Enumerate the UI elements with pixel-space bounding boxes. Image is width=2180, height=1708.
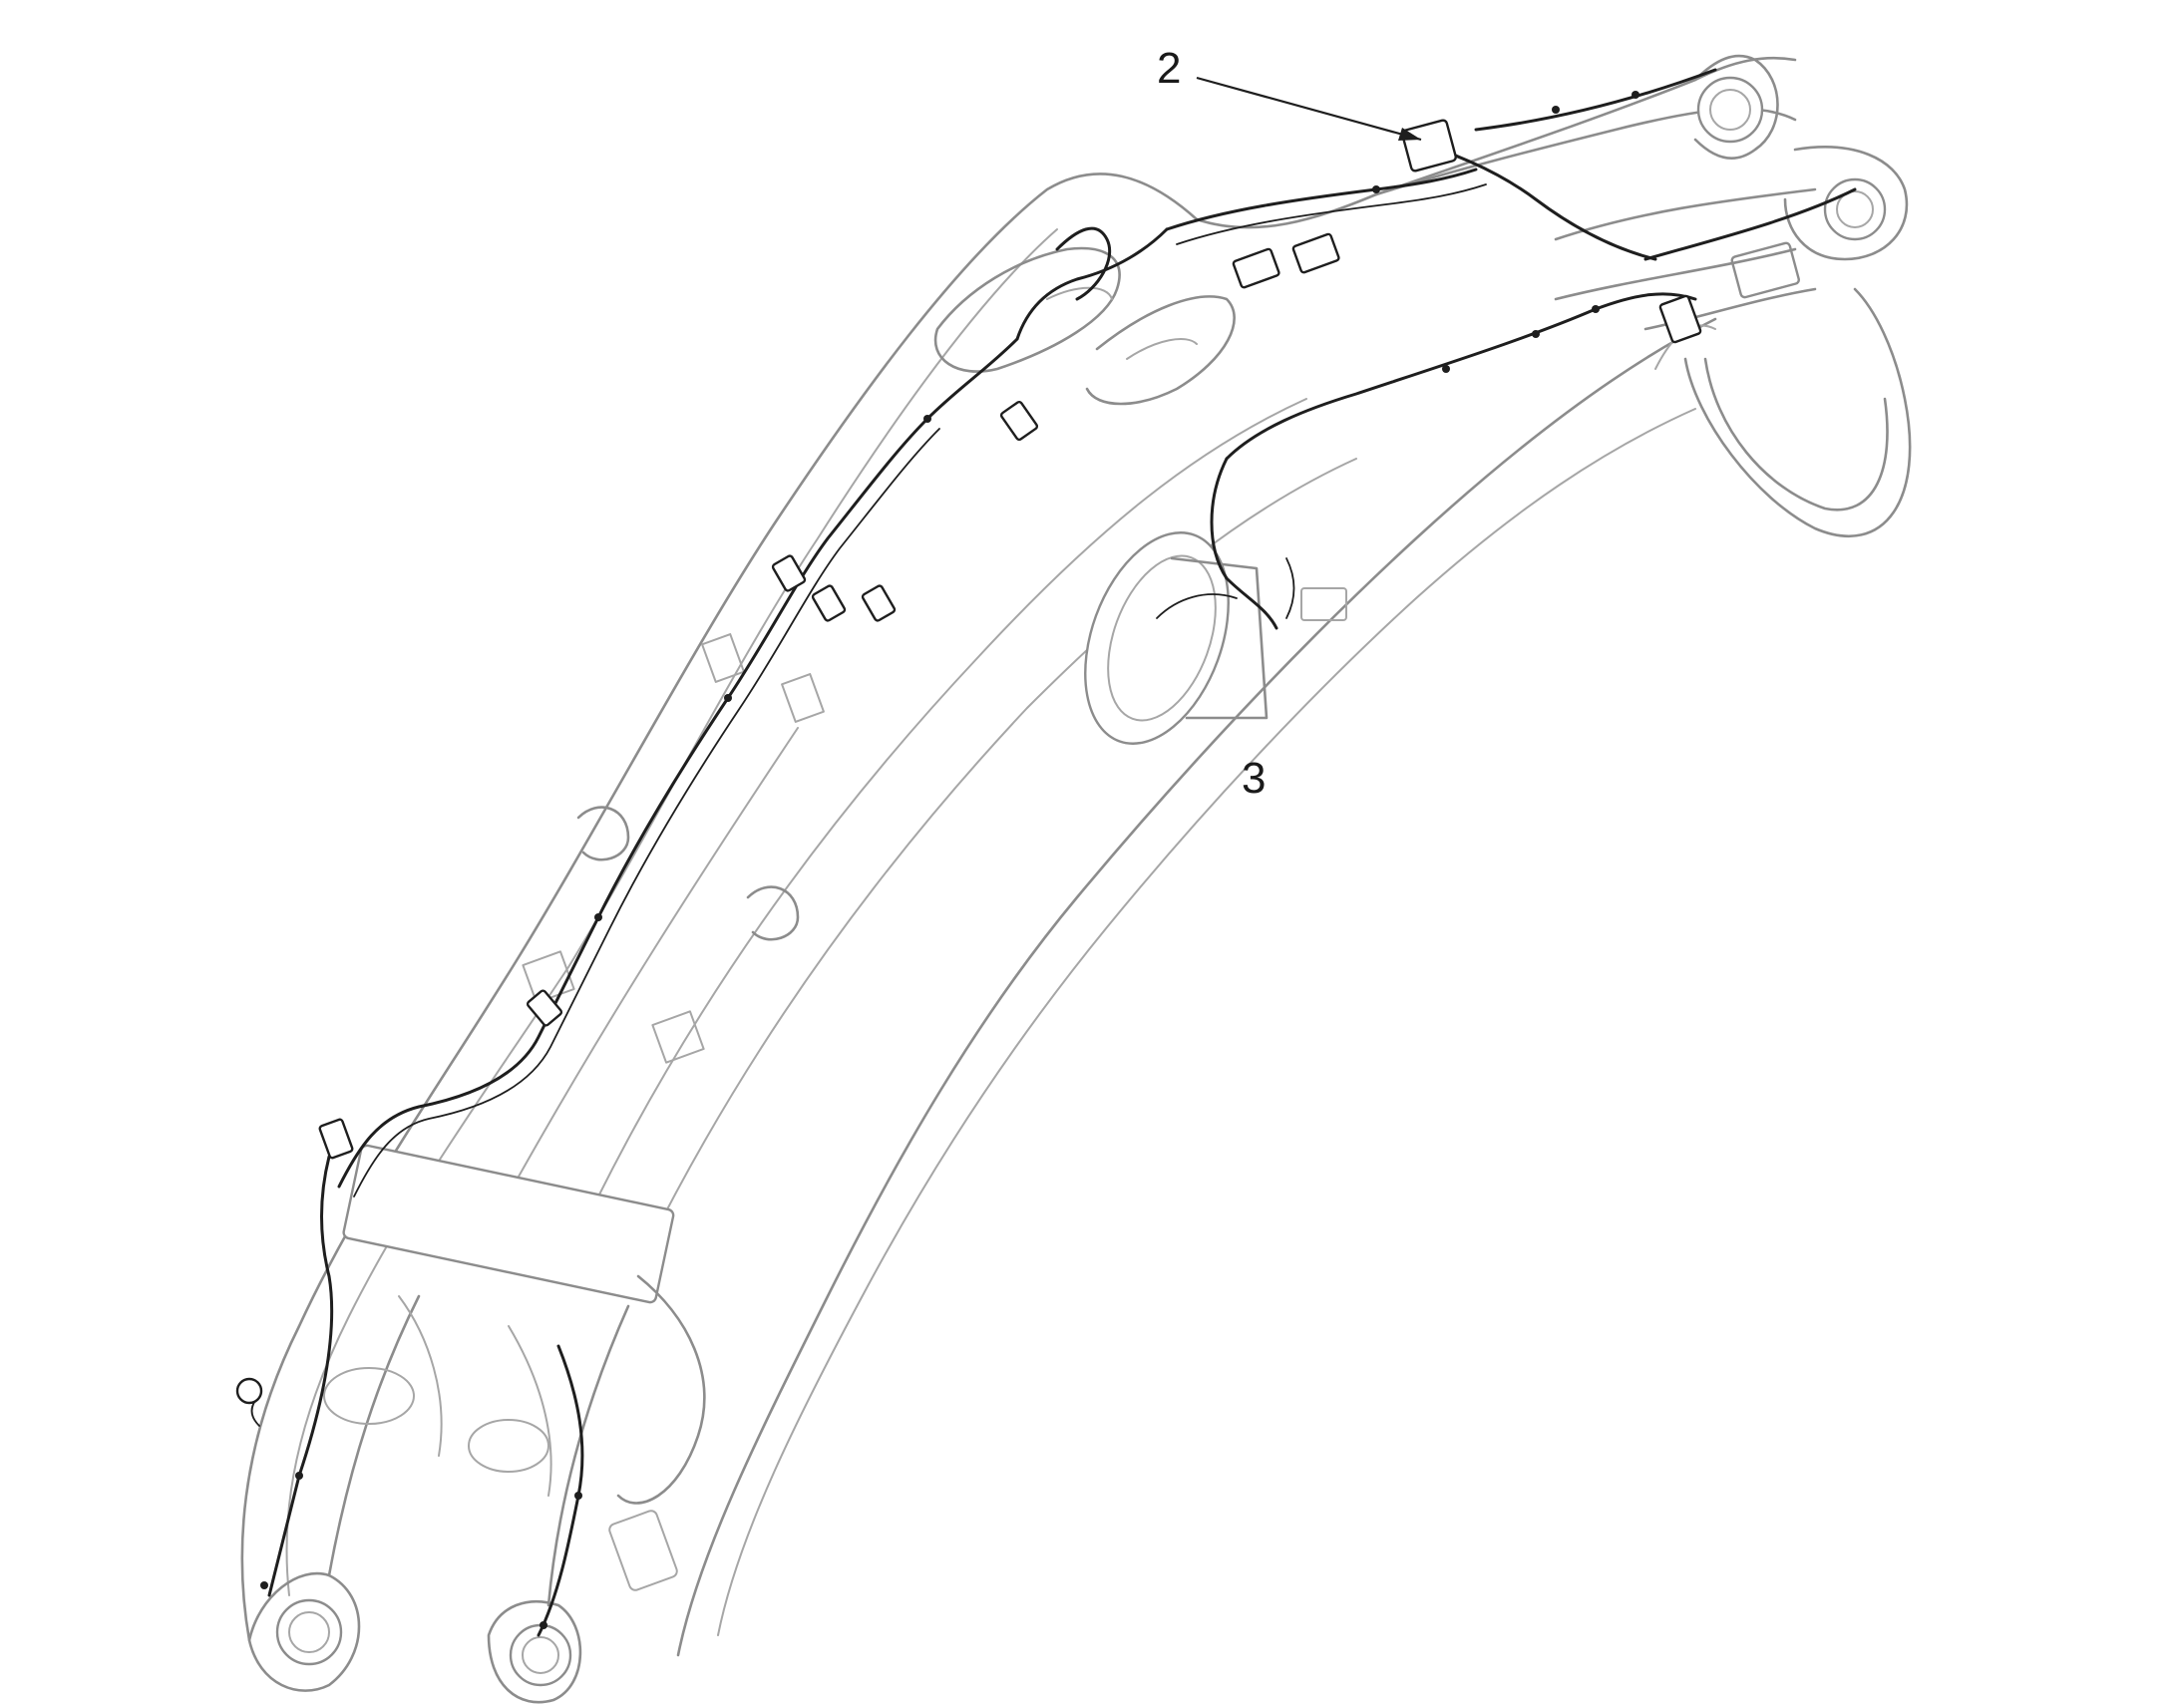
- callout-2-arrowhead: [1398, 128, 1421, 141]
- center-pivot: [1084, 531, 1269, 745]
- boom-foot: [247, 1144, 706, 1704]
- callouts: 2 3: [1157, 44, 1422, 803]
- wiring-harness: [235, 68, 1857, 1637]
- callout-2-leader: [1196, 76, 1422, 142]
- callout-3-label: 3: [1242, 754, 1266, 803]
- callout-2-label: 2: [1157, 44, 1181, 93]
- boom-structure: [240, 54, 1912, 1704]
